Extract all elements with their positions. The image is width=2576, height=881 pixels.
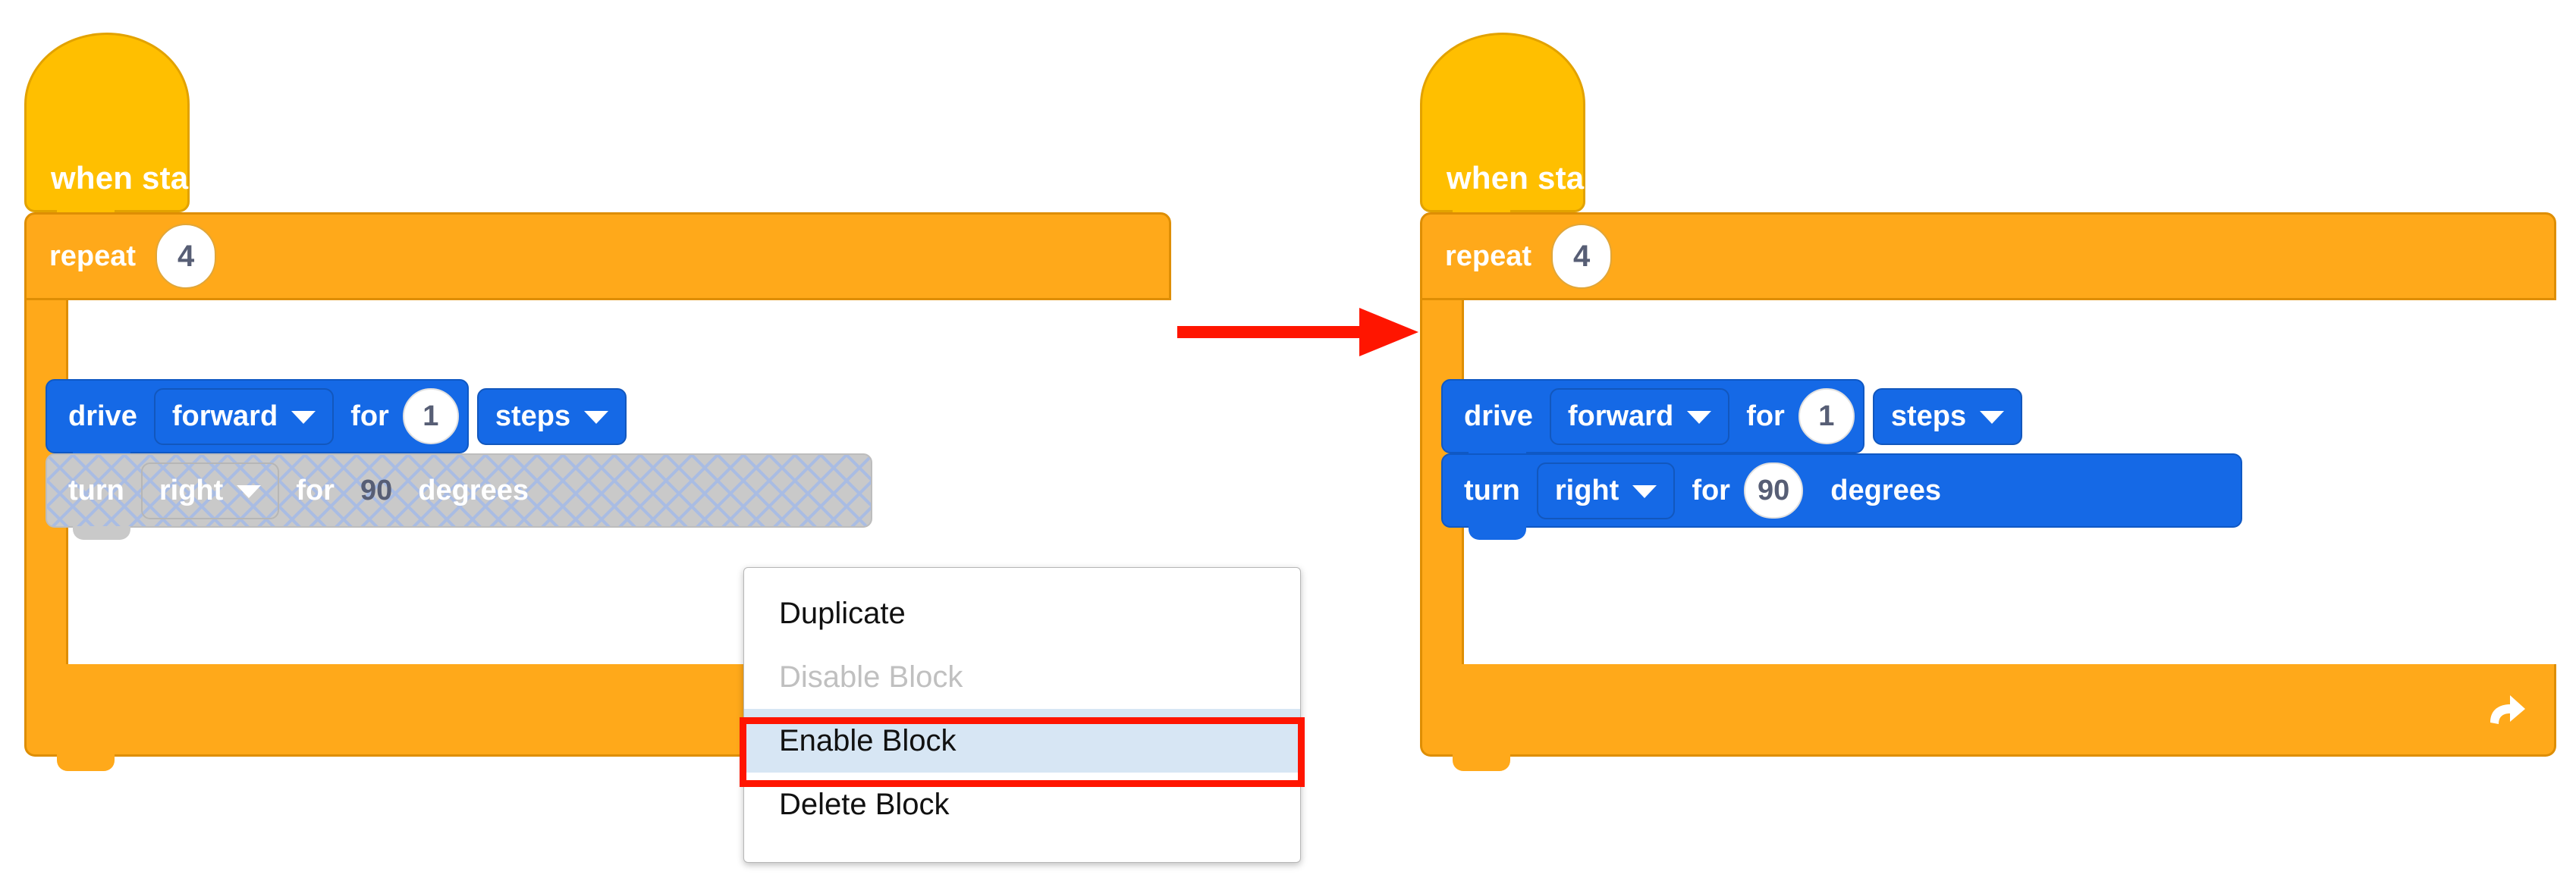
drive-direction-dropdown-right[interactable]: forward [1549, 387, 1730, 445]
repeat-label-right: repeat [1445, 240, 1532, 272]
when-started-hat-block-right[interactable]: when started [1420, 33, 1645, 227]
when-started-label-right: when started [1447, 160, 1645, 196]
repeat-count-field-right[interactable]: 4 [1551, 224, 1613, 289]
repeat-block-top-left[interactable]: repeat 4 [24, 212, 1171, 300]
repeat-count-field-left[interactable]: 4 [156, 224, 217, 289]
drive-direction-value-right: forward [1567, 400, 1674, 432]
drive-amount-field-right[interactable]: 1 [1798, 388, 1855, 444]
repeat-bottom-notch-right [1453, 754, 1510, 771]
drive-for-label-right: for [1746, 400, 1785, 432]
turn-direction-dropdown-left[interactable]: right [140, 462, 280, 519]
context-menu-item-delete-block[interactable]: Delete Block [779, 787, 950, 821]
turn-unit-label-left: degrees [418, 474, 529, 506]
turn-unit-label-right: degrees [1830, 474, 1941, 506]
chevron-down-icon [1632, 485, 1657, 498]
turn-for-label-right: for [1692, 474, 1730, 506]
drive-verb-label-left: drive [68, 400, 137, 432]
turn-block-left[interactable]: turn right for 90 degrees [46, 453, 872, 540]
drive-unit-value-right: steps [1890, 400, 1967, 432]
drive-direction-dropdown-left[interactable]: forward [153, 387, 335, 445]
repeat-block-bottom-right[interactable] [1420, 664, 2556, 771]
context-menu-item-duplicate[interactable]: Duplicate [779, 596, 906, 630]
block-context-menu[interactable]: Duplicate Disable Block Enable Block Del… [743, 567, 1301, 863]
drive-unit-dropdown-left[interactable]: steps [476, 387, 627, 445]
turn-amount-field-right[interactable]: 90 [1743, 462, 1804, 519]
context-menu-item-disable-block: Disable Block [779, 660, 963, 694]
turn-amount-field-left[interactable]: 90 [360, 474, 393, 506]
drive-unit-dropdown-right[interactable]: steps [1872, 387, 2023, 445]
loop-arrow-icon [2484, 688, 2528, 732]
hat-dome-left [24, 33, 190, 146]
chevron-down-icon [291, 411, 316, 424]
drive-for-label-left: for [350, 400, 389, 432]
repeat-block-top-right[interactable]: repeat 4 [1420, 212, 2556, 300]
repeat-label-left: repeat [49, 240, 137, 272]
turn-notch-right [1469, 526, 1526, 540]
turn-direction-value-left: right [159, 474, 224, 506]
drive-block-left[interactable]: drive forward for 1 steps [46, 379, 627, 466]
turn-block-right[interactable]: turn right for 90 degrees [1441, 453, 2242, 540]
repeat-bottom-notch-left [57, 754, 115, 771]
right-arrow-icon [1177, 302, 1428, 362]
turn-direction-dropdown-right[interactable]: right [1536, 462, 1676, 519]
drive-direction-value-left: forward [171, 400, 278, 432]
turn-for-label-left: for [296, 474, 335, 506]
drive-amount-field-left[interactable]: 1 [402, 388, 459, 444]
chevron-down-icon [1687, 411, 1712, 424]
drive-verb-label-right: drive [1464, 400, 1533, 432]
when-started-label-left: when started [51, 160, 250, 196]
drive-block-right[interactable]: drive forward for 1 steps [1441, 379, 2023, 466]
chevron-down-icon [237, 485, 262, 498]
when-started-hat-block-left[interactable]: when started [24, 33, 249, 227]
chevron-down-icon [1980, 411, 2005, 424]
turn-notch-left [73, 526, 130, 540]
turn-direction-value-right: right [1554, 474, 1619, 506]
turn-verb-label-right: turn [1464, 474, 1520, 506]
turn-verb-label-left: turn [68, 474, 124, 506]
hat-dome-right [1420, 33, 1585, 146]
drive-unit-value-left: steps [495, 400, 571, 432]
context-menu-item-enable-block[interactable]: Enable Block [744, 709, 1300, 773]
chevron-down-icon [584, 411, 609, 424]
